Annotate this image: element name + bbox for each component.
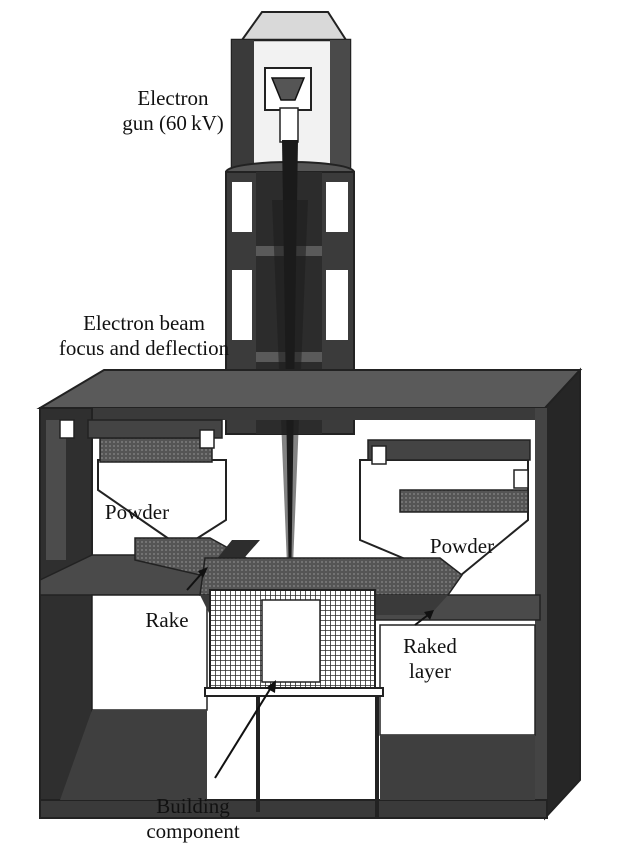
- label-powder-left-text: Powder: [104, 500, 170, 524]
- powder-hopper-left: [59, 419, 227, 550]
- label-powder-right-text: Powder: [429, 534, 495, 558]
- label-beam-focus-line2: focus and deflection: [58, 336, 230, 360]
- label-raked-layer-line1: Raked: [403, 634, 457, 658]
- build-tank: [204, 589, 384, 818]
- label-raked-layer: Raked layer: [390, 634, 470, 684]
- label-building-component-line2: component: [146, 819, 240, 843]
- vacuum-chamber: [36, 367, 583, 821]
- label-raked-layer-line2: layer: [409, 659, 451, 683]
- label-beam-focus-line1: Electron beam: [83, 311, 205, 335]
- label-powder-right: Powder: [412, 534, 512, 559]
- label-electron-gun-line2: gun (60 kV): [122, 111, 224, 135]
- leader-lines: [186, 567, 434, 779]
- label-rake-text: Rake: [145, 608, 189, 632]
- label-building-component: Building component: [128, 794, 258, 844]
- powder-hopper-right: [359, 439, 531, 582]
- label-beam-focus: Electron beam focus and deflection: [54, 311, 234, 361]
- label-building-component-line1: Building: [156, 794, 230, 818]
- label-rake: Rake: [132, 608, 202, 633]
- label-electron-gun: Electron gun (60 kV): [118, 86, 228, 136]
- label-powder-left: Powder: [92, 500, 182, 525]
- label-electron-gun-line1: Electron: [137, 86, 209, 110]
